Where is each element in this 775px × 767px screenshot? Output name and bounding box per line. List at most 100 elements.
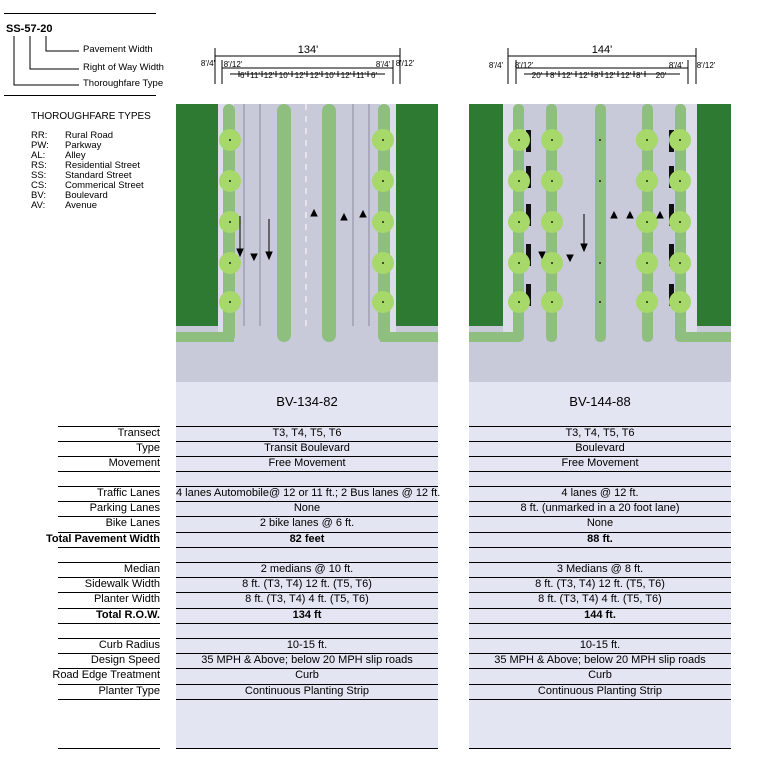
dim-label: 11' [250,71,260,80]
table-rule [469,516,731,517]
row-label: Transect [117,427,160,439]
dim-label: 12' [263,71,275,80]
table-rule [469,592,731,593]
dimension-total-2: 144' [591,44,613,56]
table-rule [58,668,160,669]
dimension-total-1: 134' [297,44,319,56]
dim-label: 11' [356,71,366,80]
plan-drawing-1 [176,104,438,382]
table-rule [469,501,731,502]
table-cell: 10-15 ft. [286,639,328,651]
dim-label: 12' [604,71,616,80]
type-name: Boulevard [65,190,108,201]
dimension-lines-1 [214,48,401,84]
type-name: Standard Street [65,170,132,181]
dim-label: 12' [561,71,573,80]
section-panel-2 [469,382,731,748]
type-abbr: PW: [31,140,49,151]
table-rule [176,577,438,578]
legend-thoroughfare-type: Thoroughfare Type [83,78,164,89]
table-rule [58,486,160,487]
table-rule [469,748,731,749]
table-cell: 8 ft. (T3, T4) 12 ft. (T5, T6) [535,578,665,590]
table-cell: Curb [295,669,319,681]
table-rule [58,441,160,442]
table-rule [176,623,438,624]
dim-label: 10' [278,71,290,80]
dim-label: 8'/4' [668,61,684,70]
table-cell: 10-15 ft. [579,639,621,651]
type-name: Parkway [65,140,102,151]
table-rule [176,592,438,593]
table-cell: Free Movement [561,457,639,469]
dimension-strip-2: 144' 8'/4' 8'/12' 20' 8' 12' 12' 8' 12' … [489,44,715,84]
table-cell: 2 medians @ 10 ft. [260,563,354,575]
table-rule [176,608,438,609]
dim-label: 12' [620,71,632,80]
table-rule [58,638,160,639]
table-cell: T3, T4, T5, T6 [565,427,635,439]
dim-label: 8' [594,71,600,80]
plan-view-2 [469,104,731,382]
row-label: Total R.O.W. [96,609,160,621]
table-cell: T3, T4, T5, T6 [272,427,342,439]
type-name: Avenue [65,200,98,211]
table-rule [176,668,438,669]
table-rule [58,516,160,517]
table-rule [58,501,160,502]
type-abbr: BV: [31,190,46,201]
table-rule [58,532,160,533]
dim-label: 6' [240,71,246,80]
row-label: Median [123,563,160,575]
table-cell: 8 ft. (T3, T4) 4 ft. (T5, T6) [538,593,662,605]
dim-label: 12' [340,71,352,80]
table-rule [469,486,731,487]
table-rule [469,623,731,624]
dim-label: 10' [324,71,336,80]
table-rule [176,547,438,548]
table-rule [176,501,438,502]
dim-label: 8'/4' [375,60,391,69]
row-label: Parking Lanes [89,502,160,514]
table-cell: 4 lanes Automobile@ 12 or 11 ft.; 2 Bus … [176,487,441,499]
dim-label: 8'/12' [696,61,716,70]
table-rule [176,456,438,457]
table-rule [58,653,160,654]
table-cell: Free Movement [268,457,346,469]
table-rule [469,638,731,639]
table-cell: 8 ft. (T3, T4) 12 ft. (T5, T6) [242,578,372,590]
dim-label: 8'/12' [514,61,534,70]
legend-code: SS-57-20 [6,23,53,35]
table-cell: 82 feet [289,533,325,545]
section-code-1: BV-134-82 [276,394,338,409]
type-abbr: CS: [31,180,47,191]
table-cell: 144 ft. [584,609,616,621]
type-name: Rural Road [65,130,114,141]
row-label: Type [136,442,160,454]
table-cell: Boulevard [575,442,625,454]
row-label: Movement [108,457,160,469]
dim-label: 8'/4' [488,61,504,70]
row-label: Traffic Lanes [97,487,160,499]
row-label: Planter Type [98,685,160,697]
legend-top-rule [4,13,156,14]
table-cell: Transit Boulevard [264,442,350,454]
table-cell: 8 ft. (unmarked in a 20 foot lane) [520,502,680,514]
table-rule [176,471,438,472]
table-rule [176,516,438,517]
legend-bottom-rule [4,95,156,96]
section-code-2: BV-144-88 [569,394,631,409]
table-cell: Continuous Planting Strip [537,685,663,697]
table-rule [469,684,731,685]
table-rule [469,577,731,578]
table-rule [176,699,438,700]
legend-row-width: Right of Way Width [83,62,164,73]
table-rule [58,592,160,593]
type-name: Residential Street [65,160,140,171]
table-rule [58,456,160,457]
table-rule [469,471,731,472]
dim-label: 8'/12' [223,60,243,69]
row-label: Road Edge Treatment [52,669,160,681]
dim-label: 8'/4' [200,59,216,68]
table-rule [469,699,731,700]
